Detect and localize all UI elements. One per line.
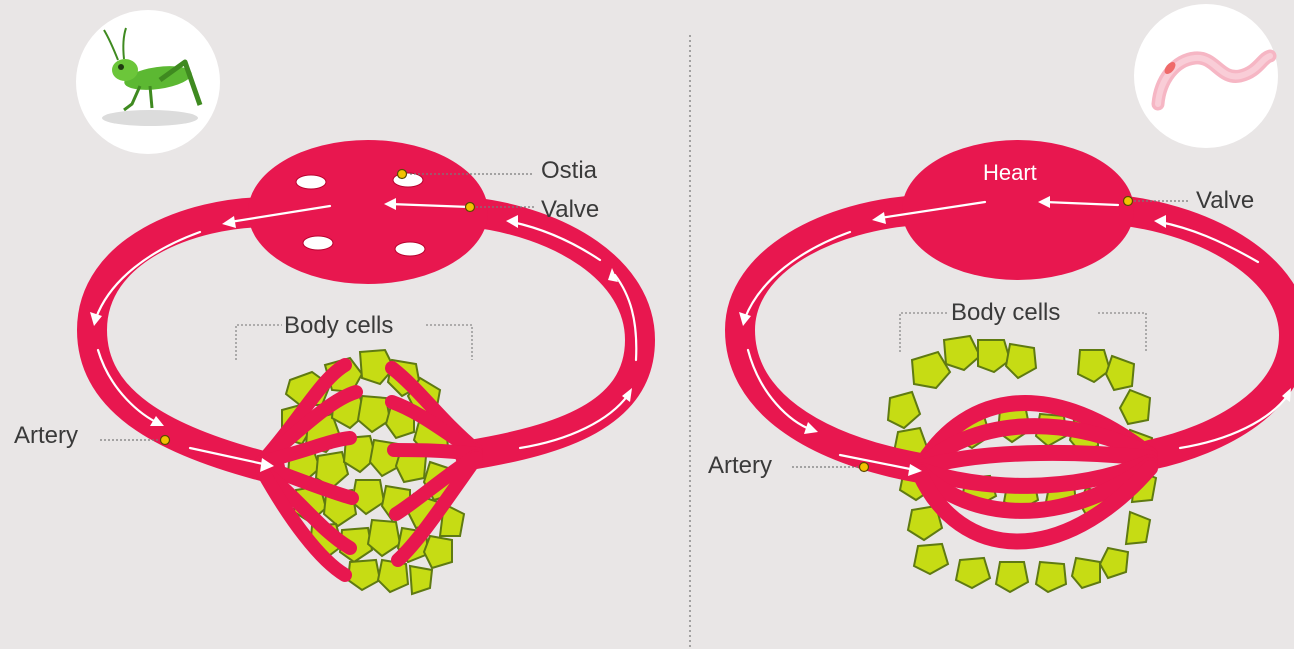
valve-marker-left bbox=[466, 203, 475, 212]
body-cells-bracket-right bbox=[426, 325, 472, 360]
earthworm-icon bbox=[1134, 4, 1278, 148]
body-cells-bracket-left-right bbox=[900, 313, 948, 352]
heart-label: Heart bbox=[983, 160, 1037, 185]
heart-left bbox=[248, 140, 488, 284]
return-vessel-left bbox=[470, 212, 640, 455]
ostia-marker bbox=[398, 170, 407, 179]
valve-marker-right bbox=[1124, 197, 1133, 206]
artery-label-right: Artery bbox=[708, 452, 772, 479]
artery-marker-right bbox=[860, 463, 869, 472]
artery-vessel-right bbox=[740, 210, 920, 468]
ostia-label: Ostia bbox=[541, 157, 598, 184]
valve-label-left: Valve bbox=[541, 196, 599, 223]
body-cells-cluster bbox=[282, 350, 464, 594]
artery-vessel-left bbox=[92, 212, 270, 468]
grasshopper-icon bbox=[76, 10, 220, 154]
body-cells-bracket-left bbox=[236, 325, 282, 360]
right-panel: Heart Valve Body cells Art bbox=[708, 4, 1294, 592]
body-cells-label-right: Body cells bbox=[951, 299, 1060, 326]
body-cells-bracket-right-right bbox=[1098, 313, 1146, 352]
artery-label-left: Artery bbox=[14, 422, 78, 449]
capillary-network bbox=[920, 403, 1150, 541]
left-panel: Ostia Valve Body cells Artery bbox=[14, 10, 640, 594]
valve-label-right: Valve bbox=[1196, 187, 1254, 214]
body-cells-label-left: Body cells bbox=[284, 312, 393, 339]
artery-marker-left bbox=[161, 436, 170, 445]
